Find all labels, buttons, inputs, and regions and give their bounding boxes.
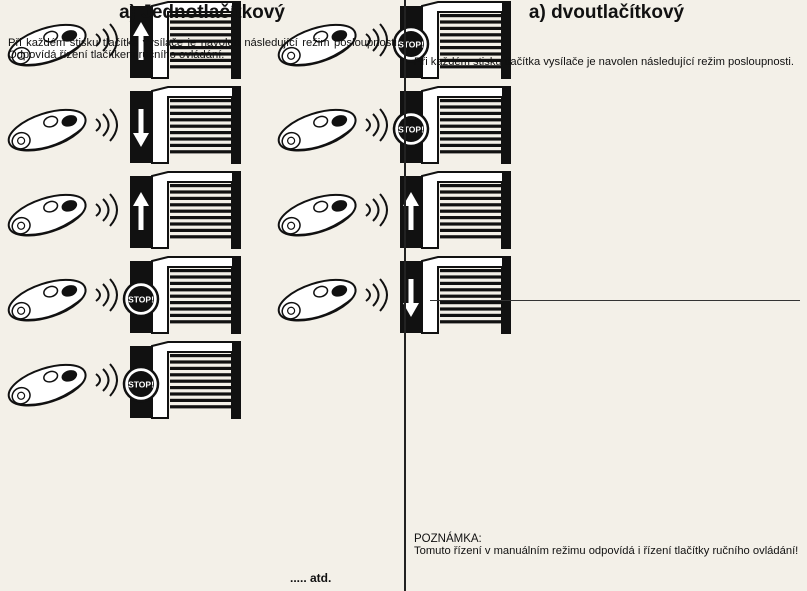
sequence-rows: STOP! STOP! STOP! STOP! [7, 0, 511, 419]
remote-control-icon [277, 278, 357, 322]
remote-control-icon [277, 23, 357, 67]
door-icon [400, 256, 511, 334]
signal-waves-icon [365, 23, 388, 57]
remote-control-icon [7, 363, 87, 407]
signal-waves-icon [365, 278, 388, 312]
arrow-up-icon [133, 192, 149, 230]
svg-text:STOP!: STOP! [128, 295, 154, 305]
signal-waves-icon [95, 193, 118, 227]
arrow-down-icon [133, 109, 149, 147]
remote-control-icon [7, 193, 87, 237]
remote-control-icon [277, 108, 357, 152]
remote-control-icon [277, 193, 357, 237]
right-title: a) dvoutlačítkový [528, 2, 685, 23]
arrow-down-icon [403, 279, 419, 317]
signal-waves-icon [95, 23, 118, 57]
remote-control-icon [7, 23, 87, 67]
door-icon [130, 86, 241, 164]
sequence-row-right-bottom-1: STOP! [7, 341, 241, 419]
arrow-up-icon [133, 22, 149, 60]
arrow-up-icon [403, 192, 419, 230]
sequence-row-right-top-1: STOP! [7, 256, 241, 334]
sequence-row-right-bottom-0 [277, 256, 511, 334]
stop-sign-icon: STOP! [392, 25, 430, 63]
signal-waves-icon [95, 278, 118, 312]
sequence-row-left-2 [7, 86, 241, 164]
column-divider [404, 0, 406, 591]
signal-waves-icon [365, 193, 388, 227]
note-label: POZNÁMKA: [414, 533, 482, 545]
continuation-text: ..... atd. [290, 571, 332, 585]
remote-control-icon [7, 108, 87, 152]
group-separator [430, 300, 800, 301]
signal-waves-icon [365, 108, 388, 142]
left-intro: Při každém stisku tlačítka vysílače je n… [8, 37, 400, 61]
svg-text:STOP!: STOP! [398, 125, 424, 135]
door-icon [400, 171, 511, 249]
remote-control-icon [7, 278, 87, 322]
stop-sign-icon: STOP! [392, 110, 430, 148]
door-icon [130, 171, 241, 249]
right-intro: Při každém stisku tlačítka vysílače je n… [414, 56, 794, 68]
sequence-row-left-0 [7, 0, 241, 79]
svg-text:STOP!: STOP! [128, 380, 154, 390]
note-text: Tomuto řízení v manuálním režimu odpovíd… [414, 545, 799, 557]
stop-sign-icon: STOP! [122, 280, 160, 318]
stop-sign-icon: STOP! [122, 365, 160, 403]
signal-waves-icon [95, 108, 118, 142]
svg-text:STOP!: STOP! [398, 40, 424, 50]
sequence-row-left-4 [7, 171, 241, 249]
left-title: a) Jednotlačítkový [119, 2, 285, 23]
signal-waves-icon [95, 363, 118, 397]
sequence-row-right-top-0 [277, 171, 511, 249]
